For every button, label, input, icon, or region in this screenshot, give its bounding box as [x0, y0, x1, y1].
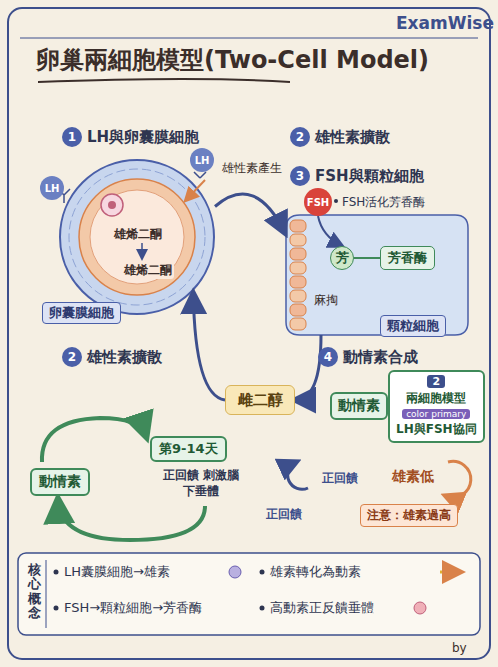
connector [318, 216, 342, 246]
granulosa-cell [290, 248, 306, 260]
theca-cell-drawing [58, 160, 214, 314]
node-text: 動情素 [338, 397, 380, 415]
label: 正回饋 [320, 470, 360, 487]
node-text: LH囊膜細胞→雄素 [64, 563, 170, 581]
label: ExamWise [396, 13, 494, 33]
node-text: 芳香酶 [388, 249, 427, 267]
granulosa-cell [290, 276, 306, 288]
granulosa-cell [290, 262, 306, 274]
node-text: 雄素轉化為動素 [270, 563, 361, 581]
node-text: 兩細胞模型 [406, 390, 466, 407]
icon-cell [229, 566, 241, 578]
icon-pituitary [414, 602, 426, 614]
node-box: 雌二醇 [225, 385, 295, 415]
connector [193, 293, 225, 400]
callout-number: 3 [290, 166, 310, 186]
label: FSH活化芳香酶 [342, 194, 425, 211]
title: 卵巢兩細胞模型(Two-Cell Model) [36, 44, 429, 76]
granulosa-cell [290, 234, 306, 246]
granulosa-cell [290, 220, 306, 232]
title-underline [38, 79, 290, 82]
node-box: 芳香酶 [380, 246, 435, 270]
node-text: 2 [427, 375, 445, 388]
node-text: FSH→顆粒細胞→芳香酶 [64, 599, 202, 617]
label: LH與卵囊膜細胞 [87, 127, 199, 147]
node-text: LH [195, 155, 210, 166]
label: FSH與顆粒細胞 [315, 166, 424, 186]
loop-arrow [446, 461, 471, 497]
label: 雄烯二酮 [122, 262, 174, 279]
node-text: FSH [307, 197, 329, 208]
icon-arrow [440, 571, 460, 574]
granulosa-cell [290, 290, 306, 302]
node-text: LH與FSH協同 [396, 421, 477, 438]
loop-arrow [288, 462, 308, 489]
header-rule [20, 38, 478, 39]
bullet [54, 606, 59, 611]
node-box: 動情素 [30, 468, 90, 496]
node-box: 動情素 [330, 392, 388, 420]
node-text: 雌二醇 [238, 391, 283, 410]
node-text: 核心概念 [28, 563, 41, 620]
node-text: 動情素 [39, 473, 81, 491]
label: by [452, 641, 467, 655]
core-panel [18, 553, 480, 635]
bullet [54, 570, 59, 575]
label: 雄烯二酮 [112, 226, 164, 243]
connector [295, 335, 321, 400]
callout-number: 2 [62, 347, 82, 367]
node-text: 顆粒細胞 [380, 315, 446, 337]
node-circle: LH [40, 176, 64, 200]
node-circle: FSH [304, 188, 332, 216]
callout-number: 4 [318, 347, 338, 367]
divider [46, 560, 47, 628]
node-box: 2 兩細胞模型 color primaryLH與FSH協同 [388, 370, 485, 443]
region: 顆粒細胞 芳 芳香酶 [285, 215, 465, 335]
node-box: 雄素低 [388, 466, 438, 488]
connector [354, 257, 380, 259]
label: 雄性素擴散 [87, 347, 162, 367]
connector [215, 194, 285, 233]
bullet [260, 570, 265, 575]
label: 雄性素擴散 [315, 127, 390, 147]
frame [8, 8, 490, 659]
cycle-arrow [42, 418, 146, 462]
node-text: 第9-14天 [159, 440, 218, 458]
node-text: 注意：雄素過高 [367, 507, 451, 524]
label: 正回饋 [264, 506, 304, 523]
node-text: 高動素正反饋垂體 [270, 599, 374, 617]
node-text: LH [45, 183, 60, 194]
granulosa-cell [290, 304, 306, 316]
bullet [334, 199, 338, 203]
label: 雄性素產生 [222, 160, 282, 177]
label: 正回饋 刺激腦下垂體 [158, 468, 244, 499]
node-text: 卵囊膜細胞 [42, 302, 121, 324]
callout-number: 2 [290, 127, 310, 147]
node-text: 雄素低 [392, 468, 434, 486]
bullet [260, 606, 265, 611]
node-circle: 芳 [330, 246, 354, 270]
callout-number: 1 [62, 127, 82, 147]
granulosa-cell [290, 318, 306, 330]
node-box: 第9-14天 [150, 436, 227, 462]
label: 麻掏 [314, 292, 338, 309]
region: 核心概念 LH囊膜細胞→雄素 雄素轉化為動素 FSH→顆粒細胞→芳香酶 高動素正反饋垂體 [18, 553, 480, 635]
node-box: 注意：雄素過高 [360, 504, 458, 527]
node-text: 芳 [336, 249, 349, 267]
node-text: color primary [402, 409, 470, 419]
cycle-arrow [58, 500, 205, 540]
node-circle: LH [190, 148, 214, 172]
label: 動情素合成 [343, 347, 418, 367]
